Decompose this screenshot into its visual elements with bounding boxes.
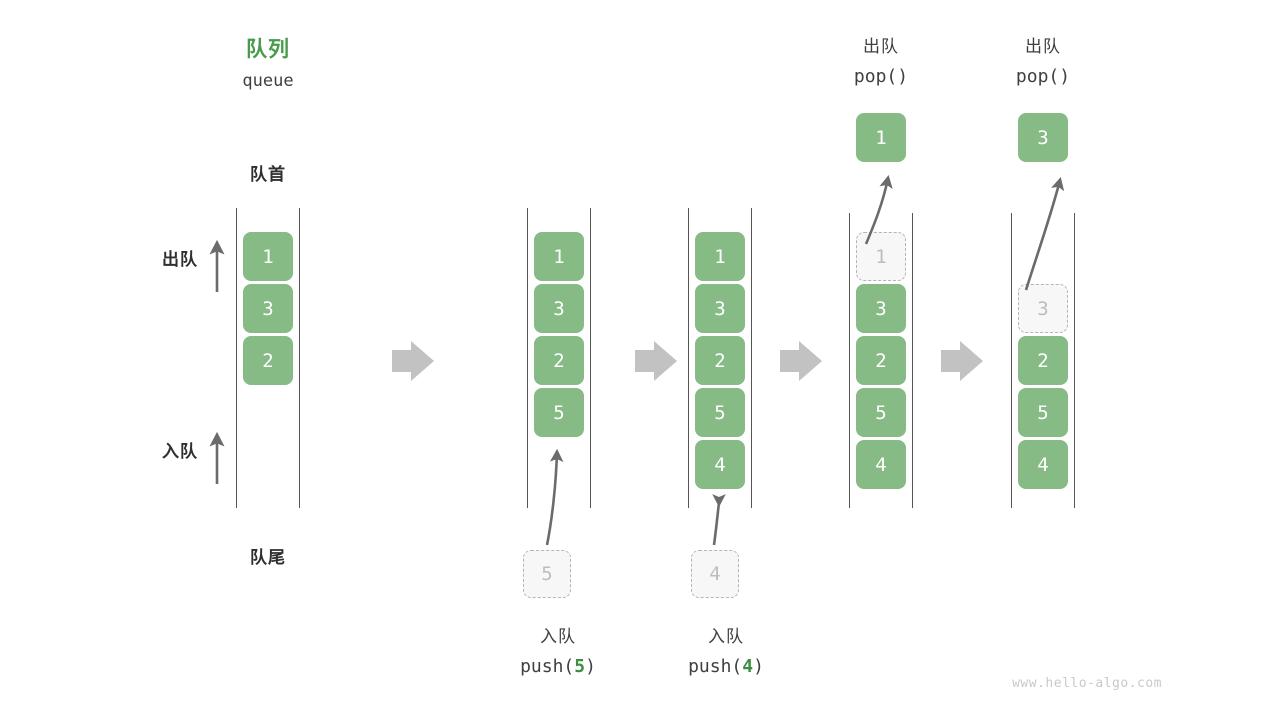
- flow-arrow-icon: [635, 341, 677, 381]
- push-4-caption-cn: 入队: [708, 627, 744, 647]
- pop-1-caption-cn: 出队: [863, 37, 899, 57]
- queue-rail-push-4: [688, 208, 752, 508]
- queue-cell: 2: [534, 336, 584, 385]
- popped-element-1: 1: [856, 113, 906, 162]
- watermark: www.hello-algo.com: [1012, 676, 1162, 691]
- removed-element-3: 3: [1018, 284, 1068, 333]
- push-4-code-prefix: push(: [688, 656, 743, 677]
- diagram-title-en: queue: [242, 71, 294, 91]
- push-5-code-value: 5: [574, 656, 586, 677]
- queue-cell: 3: [856, 284, 906, 333]
- queue-cell: 1: [243, 232, 293, 281]
- queue-cell: 1: [695, 232, 745, 281]
- pop-3-caption-cn: 出队: [1025, 37, 1061, 57]
- queue-cell: 2: [856, 336, 906, 385]
- push-4-code-value: 4: [742, 656, 754, 677]
- popped-element-3: 3: [1018, 113, 1068, 162]
- queue-rail-push-5: [527, 208, 591, 508]
- queue-cell: 2: [1018, 336, 1068, 385]
- queue-cell: 3: [534, 284, 584, 333]
- queue-cell: 4: [695, 440, 745, 489]
- rear-label: 队尾: [250, 548, 286, 568]
- flow-arrow-icon: [780, 341, 822, 381]
- queue-cell: 2: [695, 336, 745, 385]
- flow-arrow-icon: [392, 341, 434, 381]
- diagram-title-cn: 队列: [246, 37, 290, 61]
- queue-cell: 3: [695, 284, 745, 333]
- queue-cell: 2: [243, 336, 293, 385]
- push-5-code-prefix: push(: [520, 656, 575, 677]
- push-4-caption-code: push(4): [636, 656, 816, 677]
- queue-rail-pop-3: [1011, 213, 1075, 508]
- removed-element-1: 1: [856, 232, 906, 281]
- pop-3-caption-code: pop(): [1015, 66, 1071, 87]
- queue-cell: 5: [534, 388, 584, 437]
- queue-rail-initial: [236, 208, 300, 508]
- queue-rail-pop-1: [849, 213, 913, 508]
- push-4-arrow-icon: [712, 494, 726, 546]
- incoming-element-5: 5: [523, 550, 571, 598]
- push-5-caption-cn: 入队: [540, 627, 576, 647]
- queue-cell: 5: [695, 388, 745, 437]
- incoming-element-4: 4: [691, 550, 739, 598]
- dequeue-direction-label: 出队: [162, 250, 198, 270]
- queue-cell: 5: [856, 388, 906, 437]
- push-5-caption-code: push(5): [468, 656, 648, 677]
- queue-cell: 4: [1018, 440, 1068, 489]
- flow-arrow-icon: [941, 341, 983, 381]
- queue-cell: 5: [1018, 388, 1068, 437]
- queue-cell: 3: [243, 284, 293, 333]
- pop-1-caption-code: pop(): [853, 66, 909, 87]
- push-4-code-suffix: ): [753, 656, 764, 677]
- front-label: 队首: [250, 165, 286, 185]
- queue-cell: 1: [534, 232, 584, 281]
- push-5-code-suffix: ): [585, 656, 596, 677]
- queue-cell: 4: [856, 440, 906, 489]
- enqueue-direction-label: 入队: [162, 442, 198, 462]
